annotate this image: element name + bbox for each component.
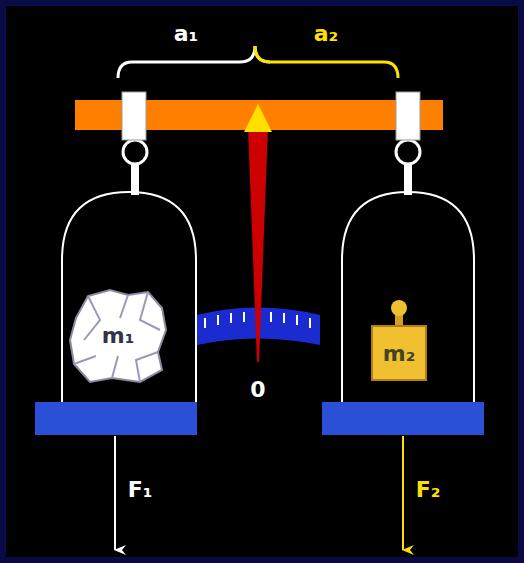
force-label: F₁ bbox=[128, 479, 153, 501]
pan bbox=[35, 402, 197, 435]
arm-bracket-right bbox=[255, 46, 398, 78]
force-label: F₂ bbox=[416, 479, 441, 501]
beam-clamp bbox=[396, 92, 420, 140]
object-mass bbox=[70, 290, 166, 382]
arm-length: a₁ bbox=[174, 23, 198, 45]
weight-knob bbox=[391, 300, 407, 316]
arm-length: a₂ bbox=[314, 23, 338, 45]
hanger-rod bbox=[404, 165, 412, 195]
pan-frame bbox=[62, 192, 196, 402]
scale-zero: 0 bbox=[250, 379, 265, 401]
mass-label: m₂ bbox=[383, 343, 416, 365]
hanger-ring bbox=[396, 140, 420, 164]
beam-clamp bbox=[122, 92, 146, 140]
pan-frame bbox=[342, 192, 474, 402]
hanger-ring bbox=[123, 140, 147, 164]
pan bbox=[322, 402, 484, 435]
pivot bbox=[244, 104, 272, 132]
pointer bbox=[248, 128, 268, 362]
force-arrow bbox=[402, 436, 404, 550]
hanger-rod bbox=[131, 165, 139, 195]
arm-bracket-left bbox=[118, 46, 270, 78]
reference-weight bbox=[372, 326, 426, 380]
force-arrow bbox=[114, 436, 116, 550]
mass-label: m₁ bbox=[102, 325, 135, 347]
background bbox=[6, 6, 518, 557]
